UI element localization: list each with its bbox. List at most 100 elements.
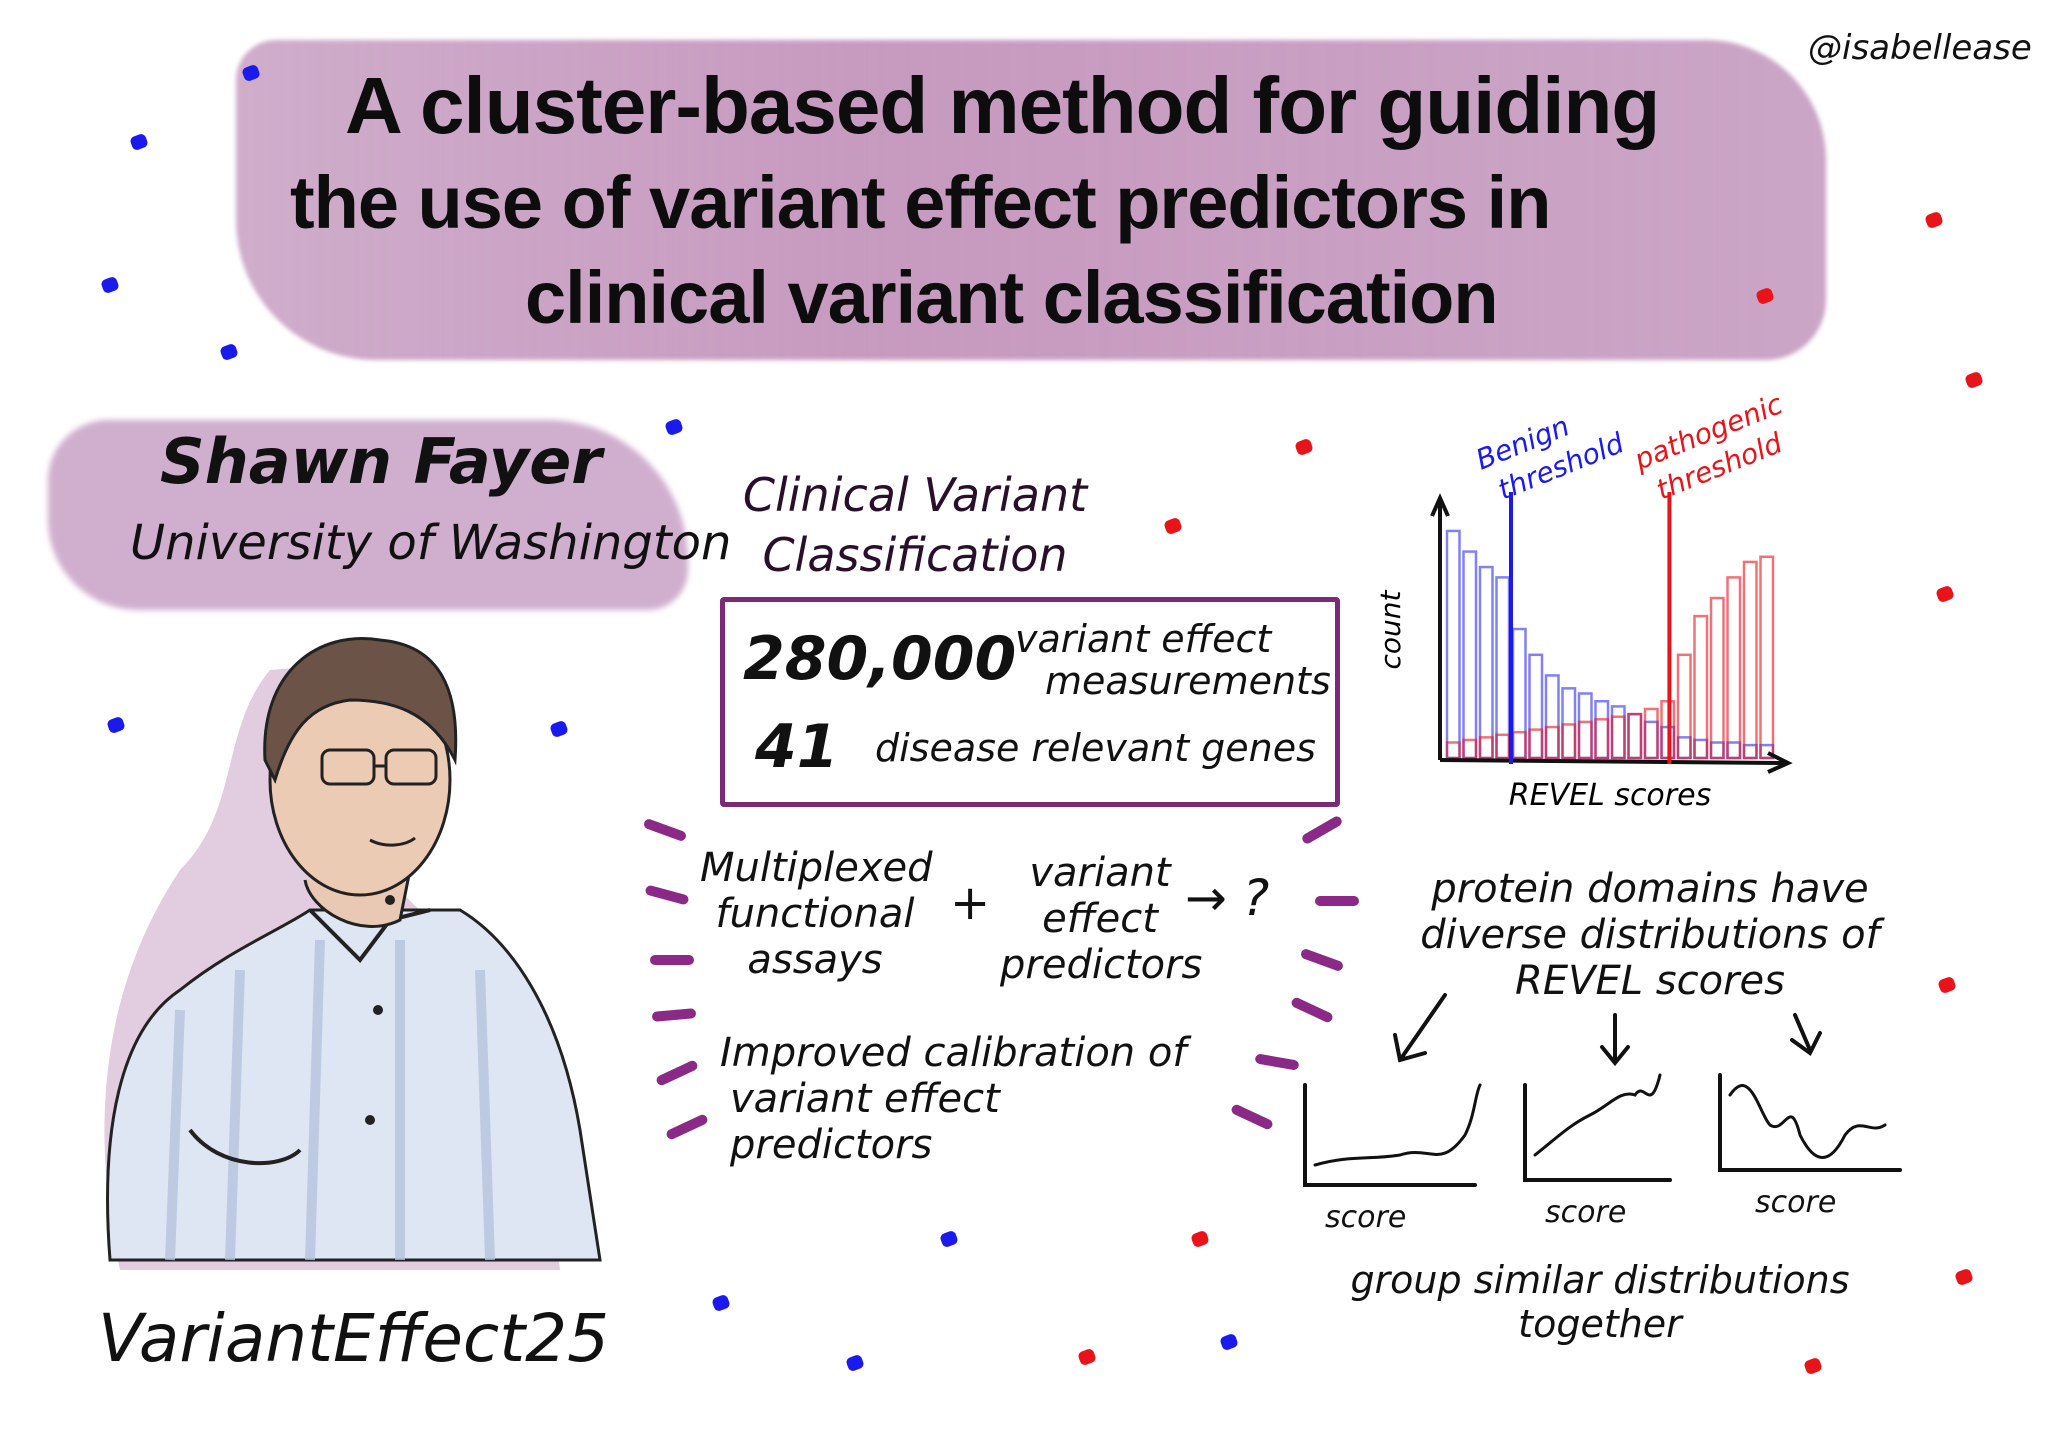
pathogenic-bar <box>1594 718 1610 760</box>
text-line: protein domains have <box>1431 866 1869 912</box>
purple-dash <box>644 884 690 906</box>
pathogenic-bar <box>1610 715 1626 760</box>
blue-dot <box>129 132 149 152</box>
mini-chart-1 <box>1303 1083 1482 1187</box>
mini-chart-2 <box>1523 1073 1672 1182</box>
pathogenic-bar <box>1742 560 1758 760</box>
red-dot <box>1294 437 1314 457</box>
blue-dot <box>664 417 684 437</box>
benign-bar <box>1610 705 1626 760</box>
blue-dot <box>845 1353 865 1373</box>
benign-bar <box>1561 687 1577 760</box>
x-axis-label: REVEL scores <box>1509 778 1711 813</box>
benign-bar <box>1643 720 1659 760</box>
down-arrow-icon <box>1600 1013 1630 1067</box>
pathogenic-bar <box>1462 738 1478 760</box>
author-handle: @isabellease <box>1808 28 2032 68</box>
group-distributions-text: group similar distributions together <box>1350 1258 1850 1346</box>
red-dot <box>1077 1347 1097 1367</box>
arrow-question: → ? <box>1185 869 1270 927</box>
purple-dash <box>1229 1103 1275 1131</box>
x-axis <box>1439 758 1786 765</box>
pathogenic-bar <box>1544 725 1560 760</box>
benign-bar <box>1726 741 1742 760</box>
purple-dash <box>1299 947 1345 973</box>
text-line: variant <box>1029 850 1171 896</box>
benign-bar <box>1495 576 1511 760</box>
heading-line-2: Classification <box>762 528 1068 582</box>
stat-measurements-value: 280,000 <box>743 624 1017 694</box>
benign-bar <box>1742 743 1758 760</box>
blue-dot <box>711 1293 731 1313</box>
pathogenic-bar <box>1478 736 1494 760</box>
benign-bar <box>1445 529 1461 760</box>
pathogenic-bar <box>1495 733 1511 760</box>
label-line: variant effect <box>1015 617 1272 661</box>
title-line-3: clinical variant classification <box>525 256 1499 339</box>
mini-distributions <box>1303 993 1902 1187</box>
benign-bar <box>1528 653 1544 760</box>
blue-dot <box>939 1229 959 1249</box>
stat-genes-value: 41 <box>755 712 839 782</box>
mini-x-label-3: score <box>1755 1185 1837 1220</box>
speaker-portrait <box>104 637 602 1270</box>
speaker-name: Shawn Fayer <box>160 425 602 498</box>
plus-sign: + <box>950 875 991 931</box>
red-dot <box>1964 370 1984 390</box>
text-line: diverse distributions of <box>1420 912 1880 958</box>
text-line: variant effect predictors <box>730 1076 1000 1168</box>
y-axis-label: count <box>1374 589 1407 669</box>
mini-x-label-2: score <box>1545 1195 1627 1230</box>
benign-bar <box>1577 692 1593 760</box>
text-line: group similar distributions <box>1350 1258 1850 1302</box>
text-line: functional <box>715 891 915 937</box>
text-line: effect <box>1042 896 1158 942</box>
red-dot <box>1163 516 1183 536</box>
stats-box: 280,000 variant effect measurements 41 d… <box>720 597 1340 807</box>
speaker-affiliation: University of Washington <box>130 515 732 571</box>
text-line: predictors <box>1000 942 1203 988</box>
pathogenic-bar <box>1643 707 1659 760</box>
text-line: together <box>1518 1302 1682 1346</box>
text-line: REVEL scores <box>1515 958 1785 1004</box>
y-axis-arrow-icon <box>1430 493 1450 517</box>
pathogenic-bar <box>1445 741 1461 760</box>
purple-dash <box>650 955 694 965</box>
x-axis-arrow-icon <box>1767 751 1793 774</box>
title-line-1: A cluster-based method for guiding <box>345 61 1660 150</box>
red-dot <box>1937 975 1957 995</box>
benign-bar <box>1462 550 1478 760</box>
label-line: measurements <box>1045 659 1331 703</box>
pathogenic-bar <box>1577 720 1593 760</box>
pathogenic-bar <box>1709 596 1725 760</box>
protein-domains-text: protein domains have diverse distributio… <box>1420 866 1880 1004</box>
multiplexed-assays-text: Multiplexed functional assays <box>700 845 933 983</box>
mini-chart-3 <box>1718 1073 1902 1172</box>
text-line: Multiplexed <box>700 845 933 891</box>
pathogenic-bar <box>1528 728 1544 760</box>
heading-line-1: Clinical Variant <box>742 468 1088 522</box>
stat-genes-label: disease relevant genes <box>875 726 1316 770</box>
mini-x-label-1: score <box>1325 1200 1407 1235</box>
name-highlight-band <box>48 420 688 610</box>
purple-dash <box>1315 896 1359 906</box>
stat-measurements-label: variant effect measurements <box>1015 618 1331 702</box>
blue-dot <box>100 275 120 295</box>
red-dot <box>1924 210 1944 230</box>
benign-bar <box>1544 674 1560 760</box>
purple-dash <box>664 1113 710 1141</box>
benign-bar <box>1676 736 1692 760</box>
pathogenic-bar <box>1511 730 1527 760</box>
purple-dash <box>654 1059 700 1087</box>
pathogenic-bar <box>1693 614 1709 760</box>
purple-dash <box>642 817 688 843</box>
red-dot <box>1954 1267 1974 1287</box>
red-dot <box>1935 584 1955 604</box>
title-highlight-band <box>236 40 1826 360</box>
pathogenic-bar <box>1627 712 1643 760</box>
benign-bar <box>1478 565 1494 760</box>
section-heading-clinical: Clinical Variant Classification <box>735 465 1095 585</box>
pathogenic-bar <box>1676 653 1692 760</box>
benign-bar <box>1709 741 1725 760</box>
variant-effect-predictors-text: variant effect predictors <box>1000 850 1203 988</box>
